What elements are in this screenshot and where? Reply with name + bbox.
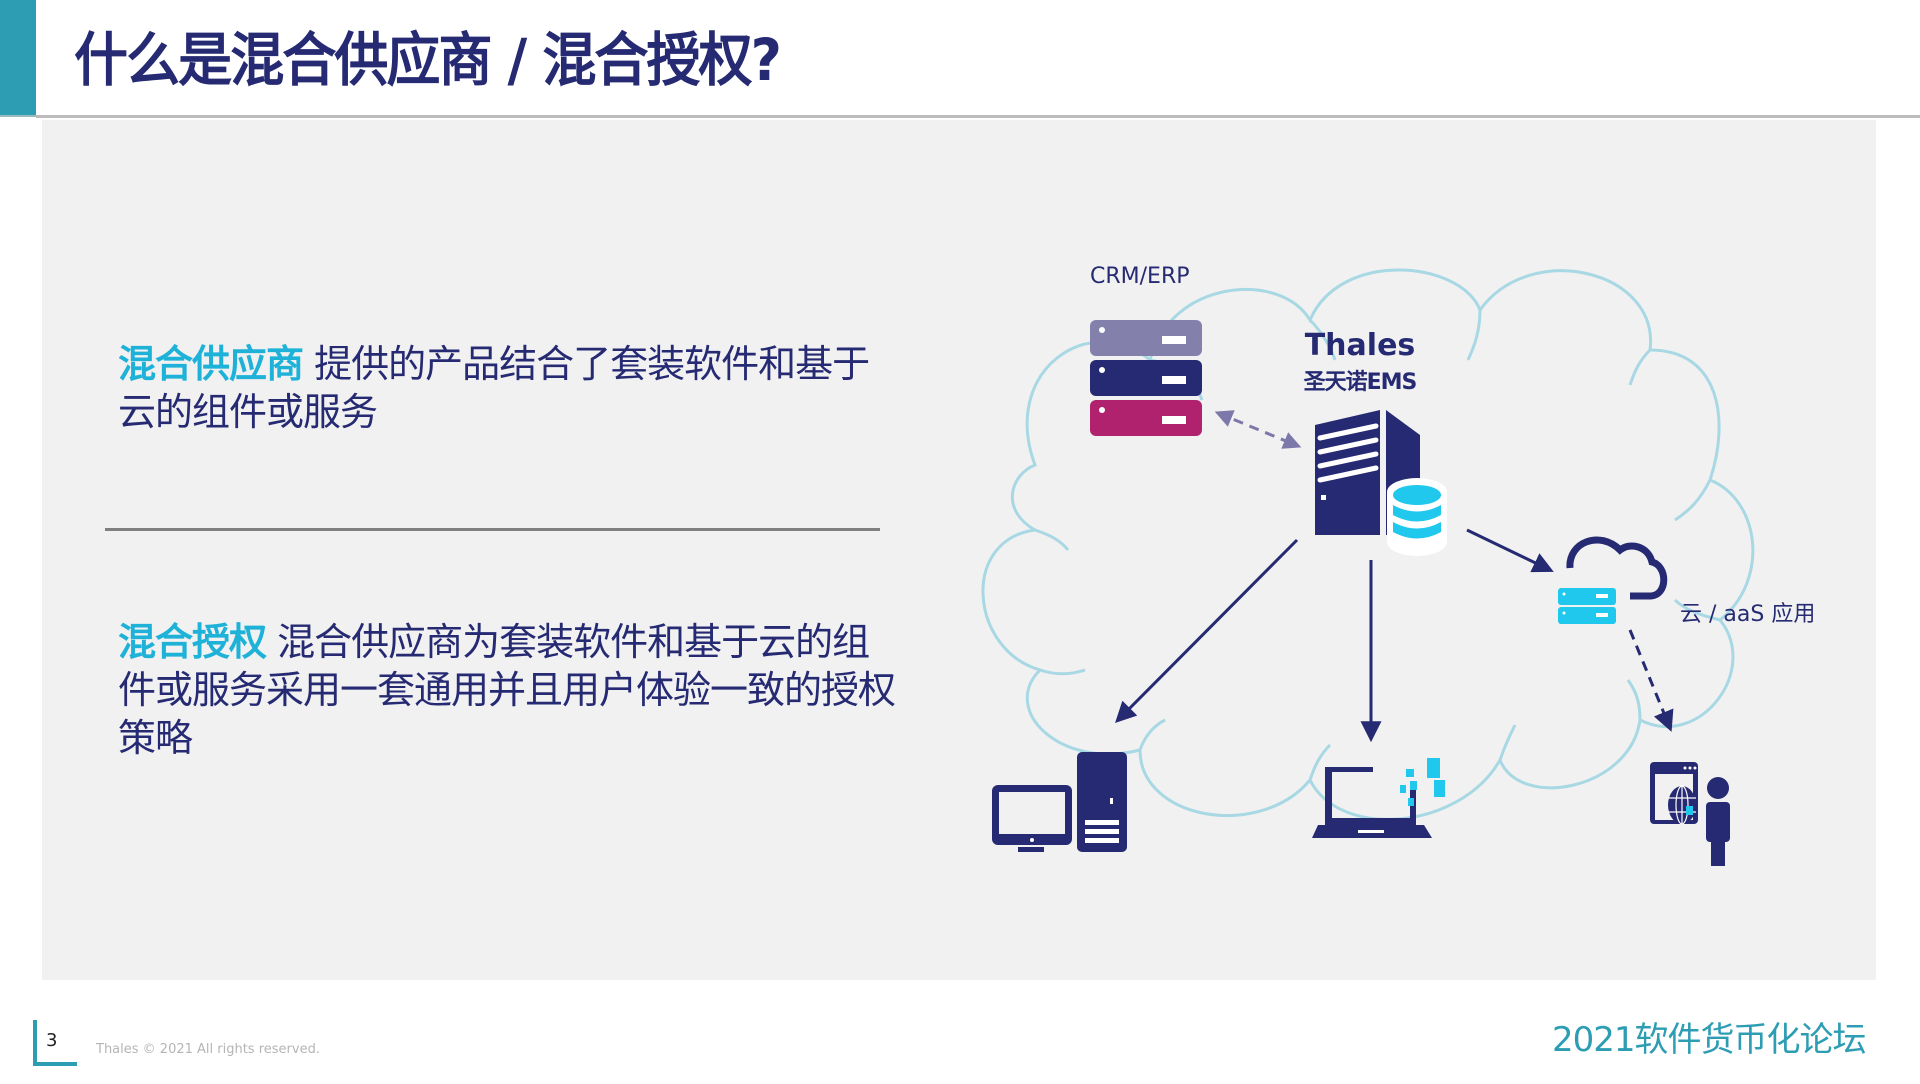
server-stack-icon [1090, 320, 1202, 436]
definition-term: 混合供应商 [118, 342, 304, 386]
crm-erp-label: CRM/ERP [1090, 264, 1190, 289]
page-number: 3 [46, 1030, 58, 1051]
event-name: 2021软件货币化论坛 [1552, 1020, 1867, 1060]
laptop-icon [1312, 758, 1445, 838]
arrow-to-cloud-app [1466, 528, 1554, 573]
arrow-to-web-user [1628, 629, 1674, 732]
header-rule [36, 115, 1920, 118]
footer-bracket-base [33, 1062, 77, 1066]
thales-label: Thales [1304, 328, 1416, 363]
diagram-canvas [981, 268, 1755, 866]
desktop-computer-icon [992, 752, 1127, 852]
arrow-to-desktop [1115, 538, 1299, 723]
content-panel [42, 120, 1876, 980]
definition-text: 提供的产品结合了套装软件和基于云的组件或服务 [118, 342, 870, 434]
server-tower-database-icon [1315, 410, 1447, 556]
hybrid-architecture-diagram: CRM/ERP Thales 圣天诺EMS 云 / aaS 应用 [940, 250, 1840, 890]
header-accent-block [0, 0, 36, 117]
definition-term: 混合授权 [118, 620, 267, 664]
sync-arrow [1214, 410, 1302, 449]
copyright-text: Thales © 2021 All rights reserved. [96, 1042, 320, 1057]
header-accent-base [0, 115, 36, 117]
footer-bracket [33, 1020, 37, 1066]
cloud-server-icon [1558, 536, 1668, 624]
page-title: 什么是混合供应商 / 混合授权? [74, 26, 782, 94]
thales-ems-label: 圣天诺EMS [1303, 370, 1418, 395]
network-cloud-outline [981, 268, 1755, 821]
definition-hybrid-vendor: 混合供应商 提供的产品结合了套装软件和基于云的组件或服务 [118, 340, 878, 436]
section-divider [105, 528, 880, 531]
definition-text: 混合供应商为套装软件和基于云的组件或服务采用一套通用并且用户体验一致的授权策略 [118, 620, 896, 760]
web-user-icon [1650, 762, 1730, 866]
definition-hybrid-licensing: 混合授权 混合供应商为套装软件和基于云的组件或服务采用一套通用并且用户体验一致的… [118, 618, 898, 762]
cloud-app-label: 云 / aaS 应用 [1680, 602, 1816, 627]
